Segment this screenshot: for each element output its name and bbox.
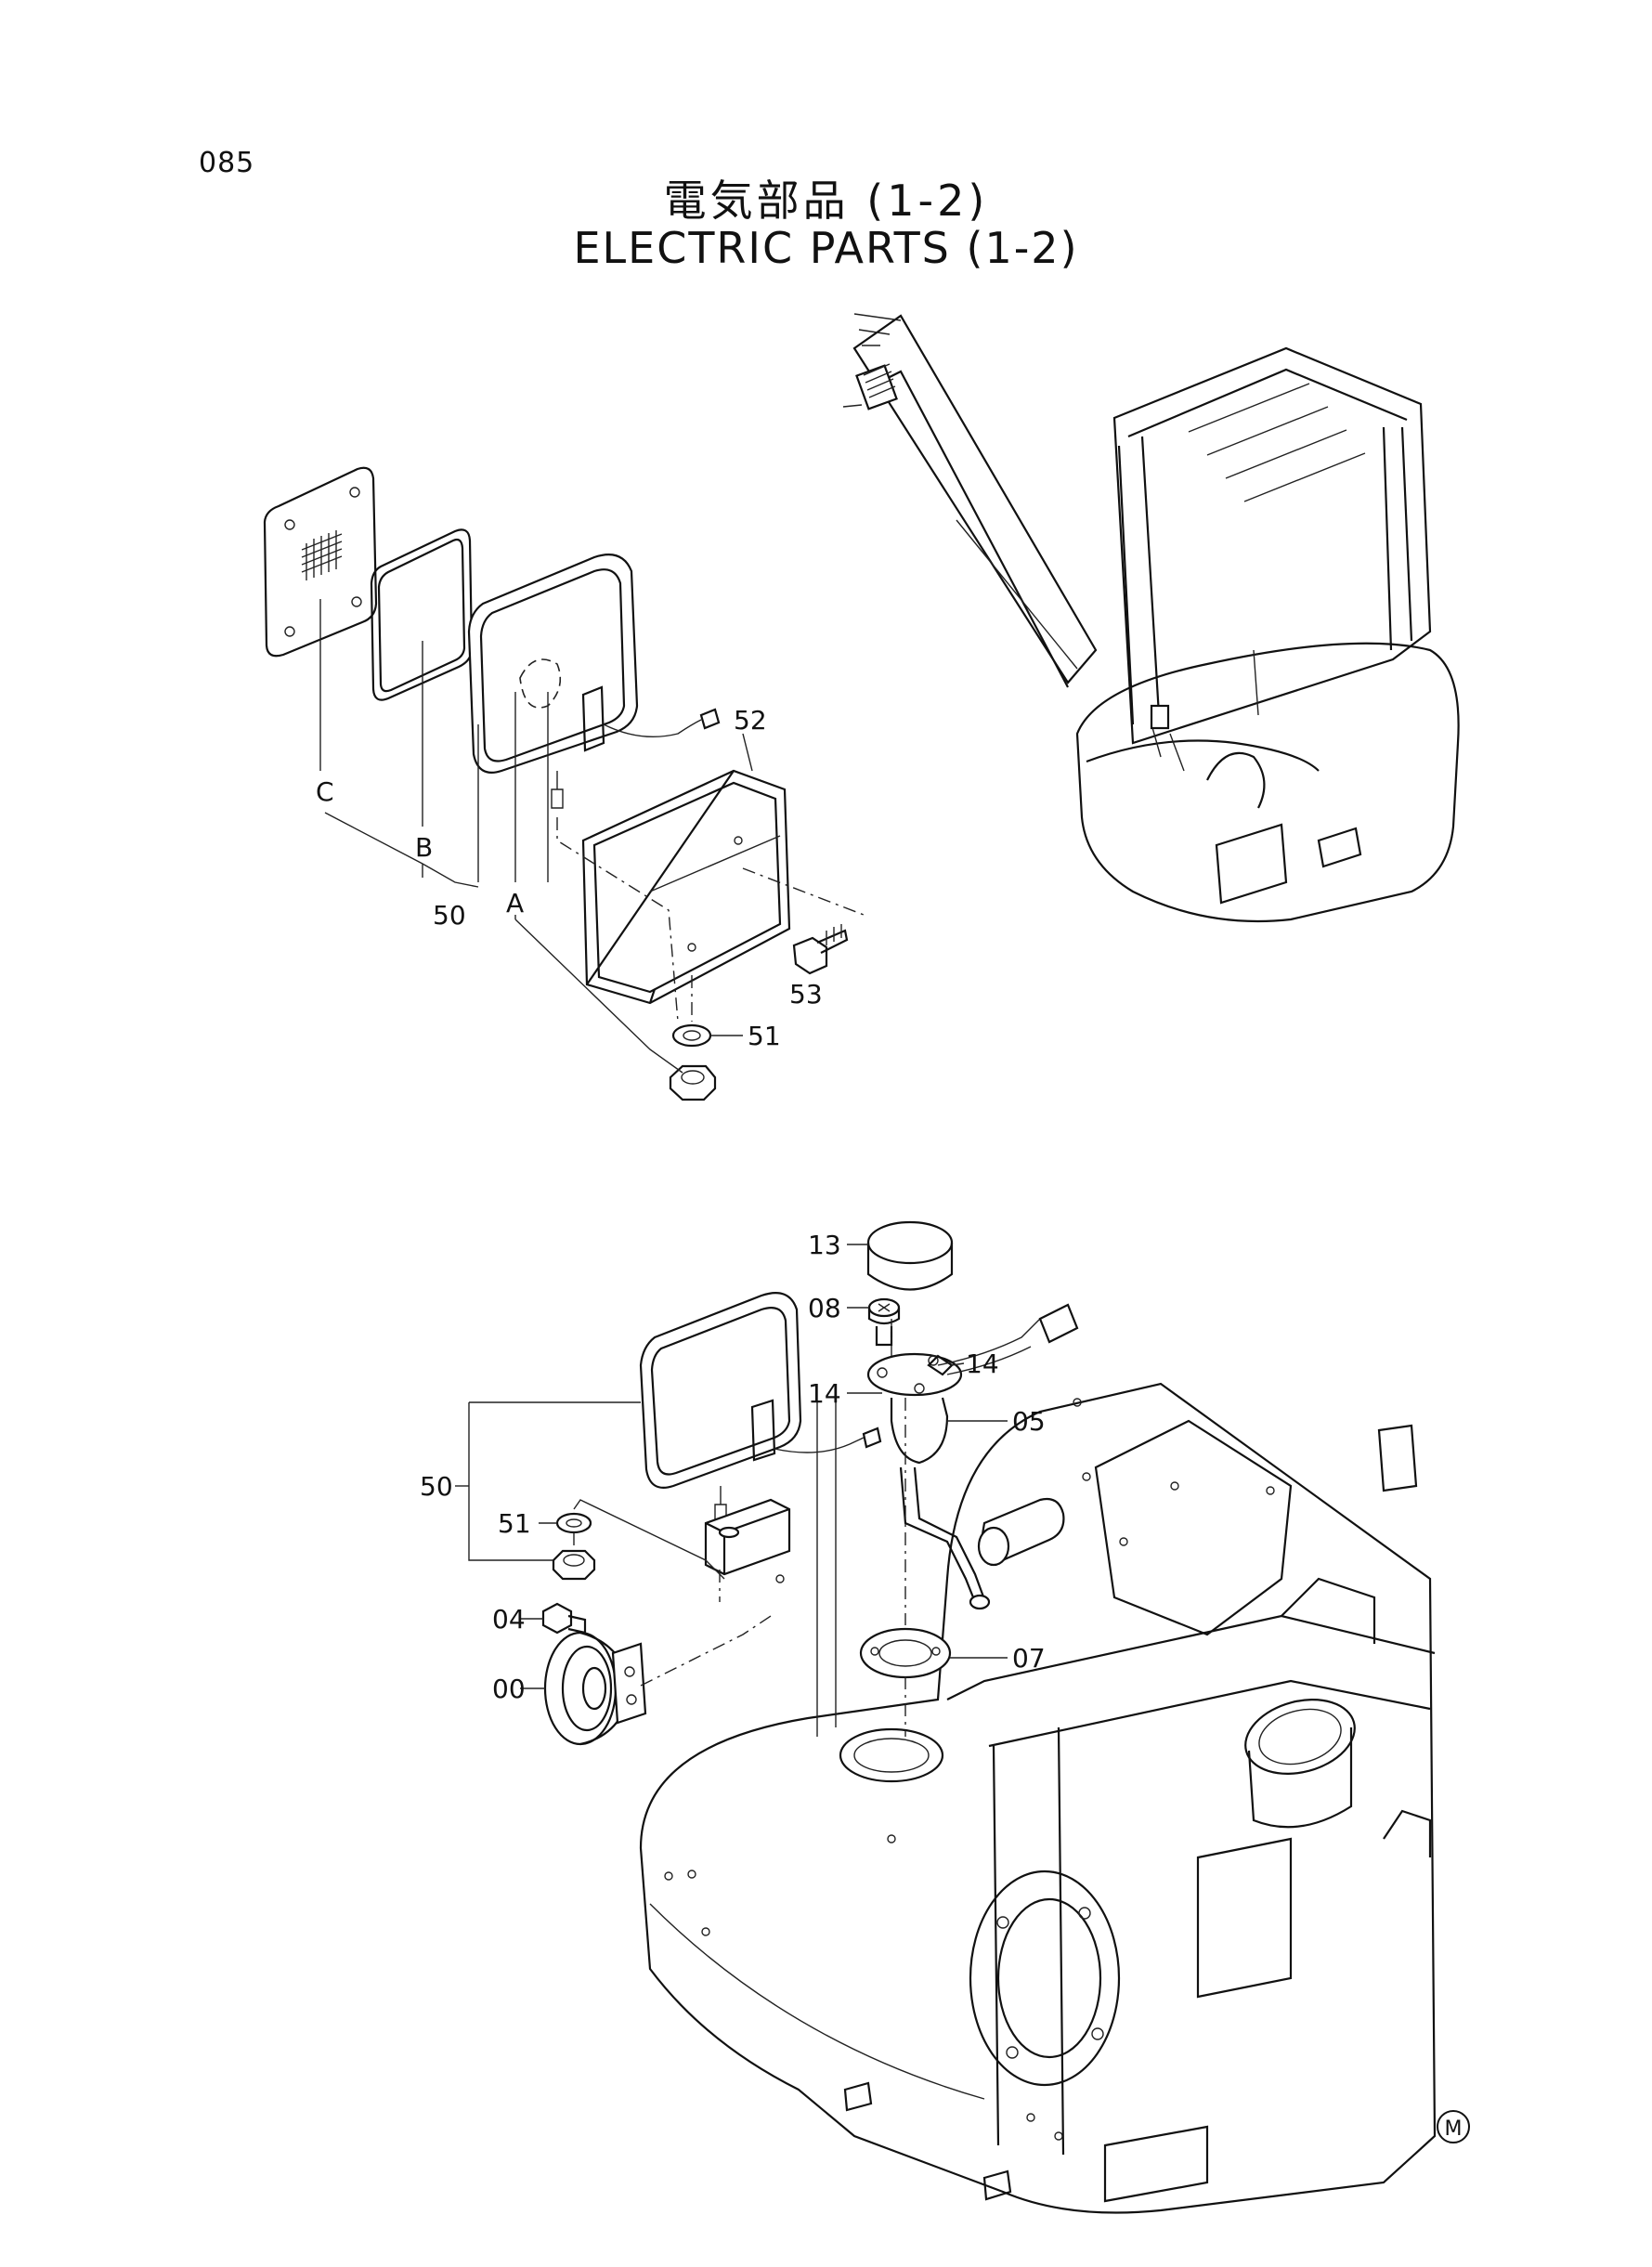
- label-part-50-top: 50: [433, 900, 466, 931]
- work-light-exploded-view: C B A 50 51 52 53: [263, 466, 865, 1101]
- gasket-ring: [370, 528, 474, 701]
- label-part-51-bottom: 51: [498, 1508, 531, 1539]
- lamp-mount-block: [704, 1498, 791, 1576]
- lamp-guard-bracket: [581, 769, 791, 1005]
- label-part-13: 13: [808, 1230, 841, 1260]
- washer-51-bottom: [555, 1512, 592, 1534]
- work-light-50: [639, 1292, 882, 1524]
- bottom-exploded-parts: [541, 1220, 1079, 1746]
- label-part-07: 07: [1012, 1643, 1046, 1674]
- label-part-00: 00: [492, 1674, 526, 1704]
- bottom-leader-lines: [455, 1244, 1008, 1689]
- bolt-53: [792, 924, 849, 975]
- corner-mark: M: [1437, 2110, 1470, 2143]
- label-part-08: 08: [808, 1293, 841, 1323]
- screw-08: [867, 1297, 901, 1347]
- fuel-sender-05: [866, 1303, 1079, 1610]
- label-a: A: [506, 888, 524, 919]
- frame-assembly-view: [639, 1382, 1437, 2214]
- label-part-05: 05: [1012, 1406, 1046, 1437]
- lamp-housing: [467, 554, 721, 809]
- bolt-04: [541, 1602, 587, 1635]
- horn-00: [543, 1631, 647, 1746]
- excavator-locator-view: [842, 313, 1460, 923]
- page-number: 085: [199, 147, 255, 179]
- label-part-04: 04: [492, 1604, 526, 1635]
- label-part-14-right: 14: [966, 1348, 999, 1379]
- corner-mark-letter: M: [1445, 2117, 1463, 2141]
- sender-gasket-07: [859, 1627, 952, 1679]
- label-part-53: 53: [789, 979, 823, 1010]
- label-b: B: [415, 832, 433, 863]
- nut: [669, 1064, 717, 1101]
- top-leader-lines: [319, 599, 753, 1074]
- page-title-english: ELECTRIC PARTS (1-2): [573, 223, 1079, 273]
- page-title-japanese: 電気部品 (1-2): [663, 176, 989, 226]
- washer-51: [671, 1023, 712, 1048]
- label-c: C: [316, 776, 334, 807]
- label-part-52: 52: [734, 705, 767, 736]
- sender-cap-13: [866, 1220, 954, 1291]
- label-part-14-left: 14: [808, 1378, 841, 1409]
- filler-neck: [1244, 1699, 1356, 1829]
- lens-cover-plate: [263, 466, 378, 658]
- nut-bottom: [552, 1549, 596, 1581]
- label-part-50-bottom: 50: [420, 1471, 453, 1502]
- label-part-51-top: 51: [748, 1021, 781, 1051]
